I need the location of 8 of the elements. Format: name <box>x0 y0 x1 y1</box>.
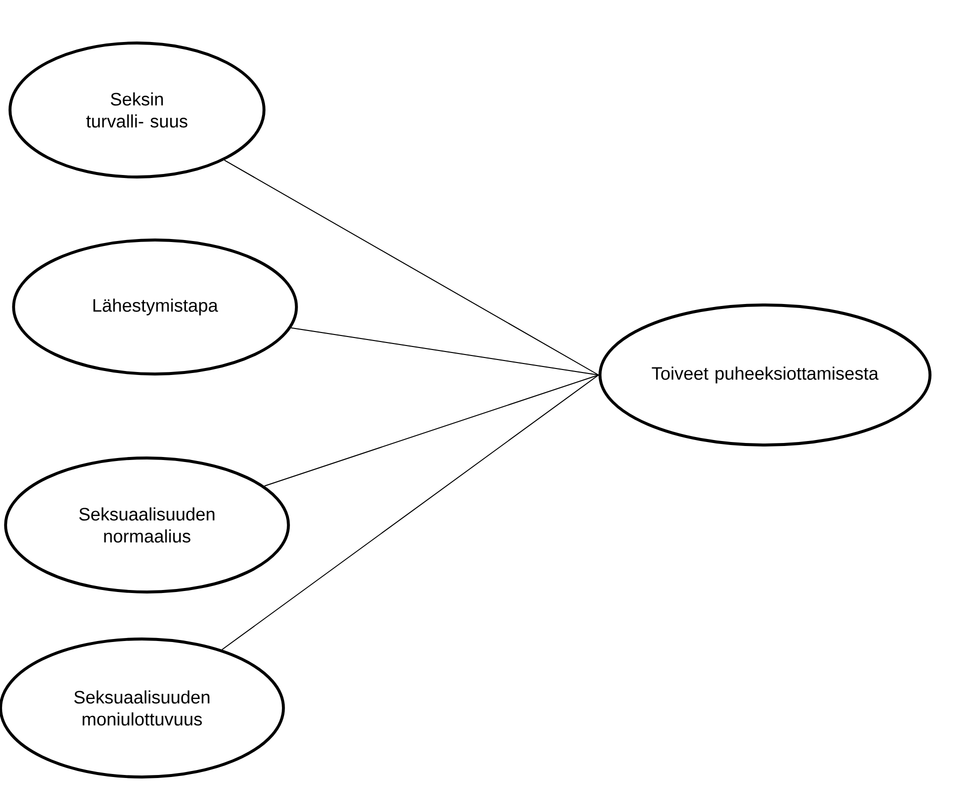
ellipse-node: Seksin turvalli- suus <box>8 42 266 178</box>
connector-line <box>222 374 600 650</box>
ellipse-node: Toiveet puheeksiottamisesta <box>598 304 932 446</box>
ellipse-node: Seksuaalisuuden normaalius <box>4 456 290 594</box>
connector-line <box>290 327 600 376</box>
connector-line <box>264 374 600 486</box>
connector-line <box>224 160 600 376</box>
ellipse-node: Lähestymistapa <box>12 238 298 376</box>
